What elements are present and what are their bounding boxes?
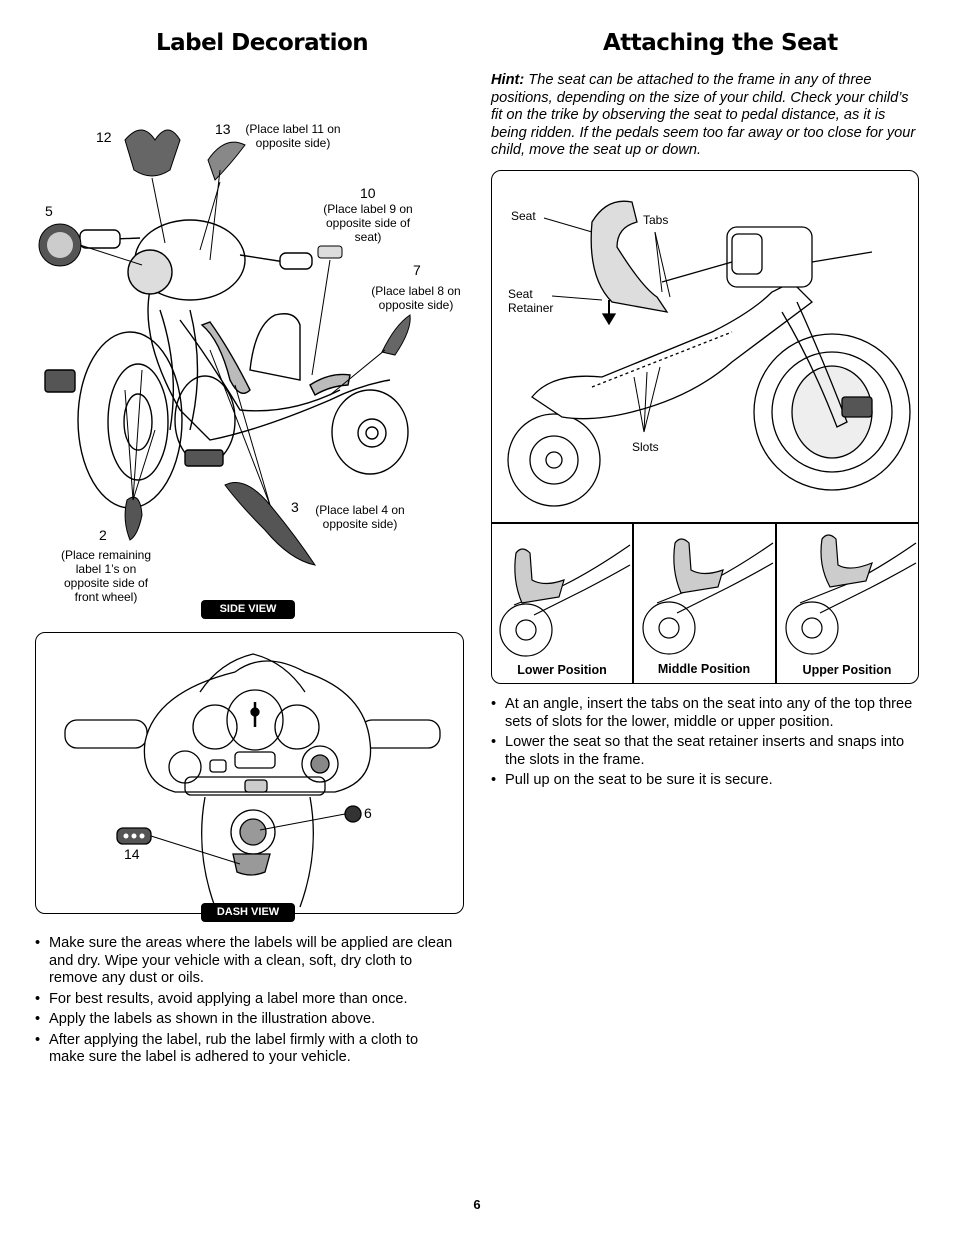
middle-position-thumbnail (642, 538, 774, 655)
hint-paragraph: Hint: The seat can be attached to the fr… (491, 72, 921, 160)
list-item: Pull up on the seat to be sure it is sec… (491, 772, 916, 790)
callout-seat: Seat (511, 209, 536, 223)
attaching-seat-title: Attaching the Seat (603, 30, 838, 56)
seat-attachment-illustration (507, 200, 911, 507)
callout-number-3: 3 (291, 499, 299, 515)
callout-number-13: 13 (215, 121, 231, 137)
label-instructions-list: Make sure the areas where the labels wil… (35, 935, 455, 1070)
note-label-7: (Place label 8 on opposite side) (371, 284, 461, 312)
seat-figure-divider (492, 522, 918, 524)
list-item: Make sure the areas where the labels wil… (35, 935, 455, 988)
list-item: Apply the labels as shown in the illustr… (35, 1011, 455, 1029)
dash-view-badge: DASH VIEW (201, 903, 295, 922)
hint-text: The seat can be attached to the frame in… (491, 72, 916, 158)
position-divider (775, 522, 777, 683)
callout-number-7: 7 (413, 262, 421, 278)
list-item: For best results, avoid applying a label… (35, 991, 455, 1009)
callout-number-6: 6 (364, 805, 372, 821)
note-label-2: (Place remaining label 1’s on opposite s… (60, 548, 152, 604)
label-decoration-title: Label Decoration (156, 30, 369, 56)
callout-number-2: 2 (99, 527, 107, 543)
upper-position-thumbnail (785, 534, 917, 655)
lower-position-thumbnail (499, 544, 631, 657)
callout-number-14: 14 (124, 846, 140, 862)
callout-slots: Slots (632, 440, 659, 454)
note-label-10: (Place label 9 on opposite side of seat) (323, 202, 413, 244)
position-divider (632, 522, 634, 683)
side-view-illustration (38, 129, 411, 566)
list-item: Lower the seat so that the seat retainer… (491, 734, 916, 769)
page-number: 6 (473, 1197, 481, 1212)
callout-number-5: 5 (45, 203, 53, 219)
hint-label: Hint: (491, 72, 525, 88)
dash-view-illustration (64, 653, 441, 908)
side-view-badge: SIDE VIEW (201, 600, 295, 619)
callout-number-10: 10 (360, 185, 376, 201)
upper-position-label: Upper Position (802, 663, 892, 677)
lower-position-label: Lower Position (517, 663, 607, 677)
note-label-3: (Place label 4 on opposite side) (315, 503, 405, 531)
callout-seat-retainer: Seat Retainer (508, 287, 554, 315)
middle-position-label: Middle Position (657, 662, 751, 676)
seat-figure-box (491, 170, 919, 684)
seat-instructions-list: At an angle, insert the tabs on the seat… (491, 696, 916, 793)
callout-number-12: 12 (96, 129, 112, 145)
note-label-13: (Place label 11 on opposite side) (245, 122, 341, 150)
list-item: After applying the label, rub the label … (35, 1032, 455, 1067)
list-item: At an angle, insert the tabs on the seat… (491, 696, 916, 731)
callout-tabs: Tabs (643, 213, 669, 227)
